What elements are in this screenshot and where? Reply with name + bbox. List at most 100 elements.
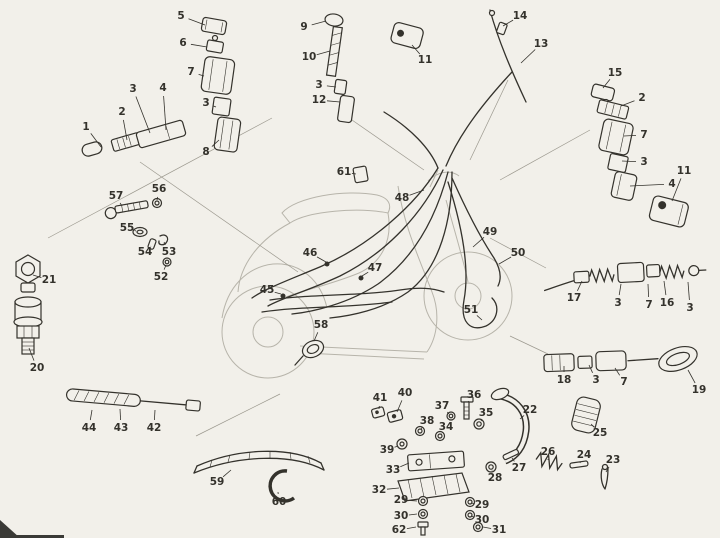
part-number-5: 5 xyxy=(177,9,185,22)
part-number-36: 36 xyxy=(466,388,482,401)
part-number-43: 43 xyxy=(113,421,129,434)
part-number-2: 2 xyxy=(638,91,646,104)
part-number-56: 56 xyxy=(151,182,167,195)
cable-barrel-top xyxy=(390,22,424,50)
cable-sleeve xyxy=(352,165,369,184)
part-number-42: 42 xyxy=(146,421,162,434)
part-number-23: 23 xyxy=(605,453,621,466)
part-number-38: 38 xyxy=(419,414,435,427)
part-number-59: 59 xyxy=(209,475,225,488)
lever-hardware xyxy=(485,396,609,490)
scooter-outline xyxy=(221,169,513,379)
cable-adjuster-right xyxy=(590,83,638,201)
throttle-rod xyxy=(324,13,355,124)
part-number-16: 16 xyxy=(659,296,675,309)
curved-strap xyxy=(193,450,325,474)
part-number-35: 35 xyxy=(478,406,494,419)
part-number-22: 22 xyxy=(522,403,538,416)
part-number-61: 61 xyxy=(336,165,352,178)
cable-barrel-right xyxy=(648,195,689,228)
part-number-20: 20 xyxy=(29,361,45,374)
part-number-3: 3 xyxy=(640,155,648,168)
part-number-13: 13 xyxy=(533,37,549,50)
part-number-29: 29 xyxy=(474,498,490,511)
part-number-9: 9 xyxy=(300,20,308,33)
callout-leader-lines xyxy=(28,18,696,529)
part-number-52: 52 xyxy=(153,270,169,283)
part-number-57: 57 xyxy=(108,189,124,202)
cable-sheath-assembly xyxy=(65,388,201,412)
part-number-45: 45 xyxy=(259,283,275,296)
part-number-34: 34 xyxy=(438,420,454,433)
part-number-48: 48 xyxy=(394,191,410,204)
part-number-28: 28 xyxy=(487,471,503,484)
part-number-1: 1 xyxy=(82,120,90,133)
part-number-17: 17 xyxy=(566,291,582,304)
part-number-3: 3 xyxy=(129,82,137,95)
part-number-7: 7 xyxy=(620,375,628,388)
part-number-41: 41 xyxy=(372,391,388,404)
threaded-bushing xyxy=(13,296,43,355)
part-number-26: 26 xyxy=(540,445,556,458)
part-number-39: 39 xyxy=(379,443,395,456)
part-number-21: 21 xyxy=(41,273,57,286)
part-number-46: 46 xyxy=(302,246,318,259)
part-number-30: 30 xyxy=(474,513,490,526)
part-number-3: 3 xyxy=(315,78,323,91)
part-number-12: 12 xyxy=(311,93,327,106)
part-number-2: 2 xyxy=(118,105,126,118)
part-number-3: 3 xyxy=(592,373,600,386)
part-number-7: 7 xyxy=(640,128,648,141)
part-number-27: 27 xyxy=(511,461,527,474)
part-number-62: 62 xyxy=(391,523,407,536)
speedometer-cable xyxy=(488,9,527,103)
part-number-10: 10 xyxy=(301,50,317,63)
cable-end-row-left xyxy=(81,119,187,157)
part-number-24: 24 xyxy=(576,448,592,461)
clamp-screw-set xyxy=(104,197,172,267)
part-number-4: 4 xyxy=(668,177,676,190)
part-number-8: 8 xyxy=(202,145,210,158)
part-number-37: 37 xyxy=(434,399,450,412)
part-number-29: 29 xyxy=(393,493,409,506)
part-number-11: 11 xyxy=(417,53,433,66)
part-number-18: 18 xyxy=(556,373,572,386)
part-number-55: 55 xyxy=(119,221,135,234)
part-number-50: 50 xyxy=(510,246,526,259)
part-number-58: 58 xyxy=(313,318,329,331)
part-number-14: 14 xyxy=(512,9,528,22)
part-number-32: 32 xyxy=(371,483,387,496)
part-number-11: 11 xyxy=(676,164,692,177)
part-number-3: 3 xyxy=(202,96,210,109)
part-number-3: 3 xyxy=(686,301,694,314)
rear-brake-rod-assembly xyxy=(543,345,698,373)
part-number-47: 47 xyxy=(367,261,383,274)
part-number-33: 33 xyxy=(385,463,401,476)
exploded-parts xyxy=(13,9,707,536)
part-number-19: 19 xyxy=(691,383,707,396)
lock-ring xyxy=(268,469,296,503)
part-number-51: 51 xyxy=(463,303,479,316)
part-number-49: 49 xyxy=(482,225,498,238)
hex-bolt xyxy=(15,254,41,293)
part-number-60: 60 xyxy=(271,495,287,508)
control-cables xyxy=(251,71,513,366)
cable-adjuster-top-left xyxy=(200,16,242,153)
part-number-40: 40 xyxy=(397,386,413,399)
cable-clamp xyxy=(301,339,325,359)
part-number-4: 4 xyxy=(159,81,167,94)
part-number-7: 7 xyxy=(645,298,653,311)
part-number-31: 31 xyxy=(491,523,507,536)
part-number-25: 25 xyxy=(592,426,608,439)
part-number-30: 30 xyxy=(393,509,409,522)
page-edge-mark xyxy=(0,535,64,538)
part-number-53: 53 xyxy=(161,245,177,258)
brake-lever xyxy=(490,387,530,465)
page-corner-mark xyxy=(0,520,20,538)
front-brake-cable-adjuster xyxy=(543,261,707,292)
part-number-44: 44 xyxy=(81,421,97,434)
part-number-54: 54 xyxy=(137,245,153,258)
part-number-3: 3 xyxy=(614,296,622,309)
